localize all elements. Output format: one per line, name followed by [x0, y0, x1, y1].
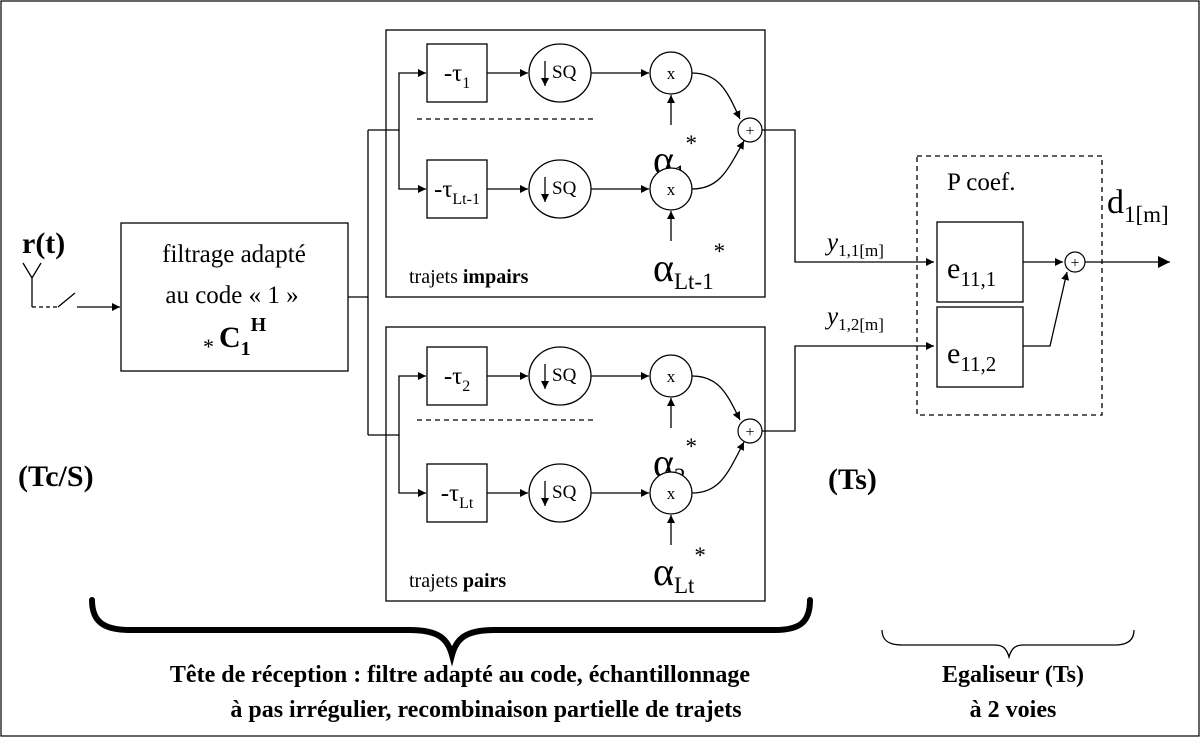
equalizer-coef-2: e11,2	[947, 337, 996, 376]
equalizer-title: P coef.	[947, 169, 1016, 196]
equalizer-output-label: d1[m]	[1107, 184, 1169, 227]
convolution-star: *	[203, 334, 214, 359]
sampling-switch-icon	[32, 292, 120, 311]
equalizer-adder	[1064, 251, 1086, 273]
right-caption-line2: à 2 voies	[970, 697, 1057, 723]
delay-label: -τ1	[444, 60, 470, 92]
left-caption-line1: Tête de réception : filtre adapté au cod…	[170, 662, 750, 688]
delay-block	[426, 346, 488, 406]
equalizer-adder-symbol: +	[1070, 255, 1079, 272]
multiplier-symbol: x	[667, 484, 676, 503]
odd-paths-label: trajets impairs	[409, 266, 529, 288]
delay-block	[426, 463, 488, 523]
sampler-label: SQ	[552, 62, 577, 83]
multiplier-symbol: x	[667, 367, 676, 386]
delay-label: -τLt-1	[434, 176, 480, 208]
delay-label: -τLt	[441, 480, 474, 512]
matched-filter-line1: filtrage adapté	[162, 241, 306, 268]
odd-adder: +	[691, 72, 765, 190]
equalizer-coef-box-2	[936, 306, 1024, 388]
delay-label: -τ2	[444, 363, 470, 395]
multiplier-symbol: x	[667, 180, 676, 199]
adder-symbol: +	[745, 424, 754, 441]
input-rate-label: (Tc/S)	[18, 460, 94, 493]
right-caption-line1: Egaliseur (Ts)	[942, 662, 1084, 688]
even-adder: +	[691, 375, 765, 494]
output-wires	[765, 129, 934, 432]
equalizer-coef-1: e11,1	[947, 252, 996, 291]
delay-block	[426, 43, 488, 103]
even-path-top: -τ2SQxα2*	[426, 346, 697, 489]
odd-paths-split	[386, 69, 426, 193]
y12-label: y1,2[m]	[824, 303, 884, 334]
sampler-label: SQ	[552, 482, 577, 503]
output-rate-label: (Ts)	[828, 463, 877, 496]
odd-path-bottom: -τLt-1 SQ x αLt-1*	[426, 159, 725, 294]
left-caption-line2: à pas irrégulier, recombinaison partiell…	[230, 697, 741, 723]
even-paths-label: trajets pairs	[409, 570, 506, 592]
equalizer-block: P coef. e11,1 e11,2 +	[916, 155, 1170, 416]
left-brace-icon	[89, 597, 813, 667]
y11-label: y1,1[m]	[824, 229, 884, 260]
code-symbol: C1H	[219, 314, 267, 360]
sampler-label: SQ	[552, 365, 577, 386]
right-brace-icon	[881, 629, 1135, 660]
coefficient-label: αLt*	[653, 543, 706, 598]
sampler-label: SQ	[552, 178, 577, 199]
even-paths-split	[386, 372, 426, 497]
splitter-lines	[348, 129, 386, 436]
matched-filter-line2: au code « 1 »	[165, 282, 298, 309]
adder-symbol: +	[745, 123, 754, 140]
input-signal-label: r(t)	[22, 227, 65, 260]
matched-filter-block: filtrage adapté au code « 1 » * C1H	[120, 222, 349, 372]
equalizer-coef-box-1	[936, 221, 1024, 303]
coefficient-label: αLt-1*	[653, 239, 725, 294]
antenna-icon	[22, 262, 42, 307]
multiplier-symbol: x	[667, 64, 676, 83]
